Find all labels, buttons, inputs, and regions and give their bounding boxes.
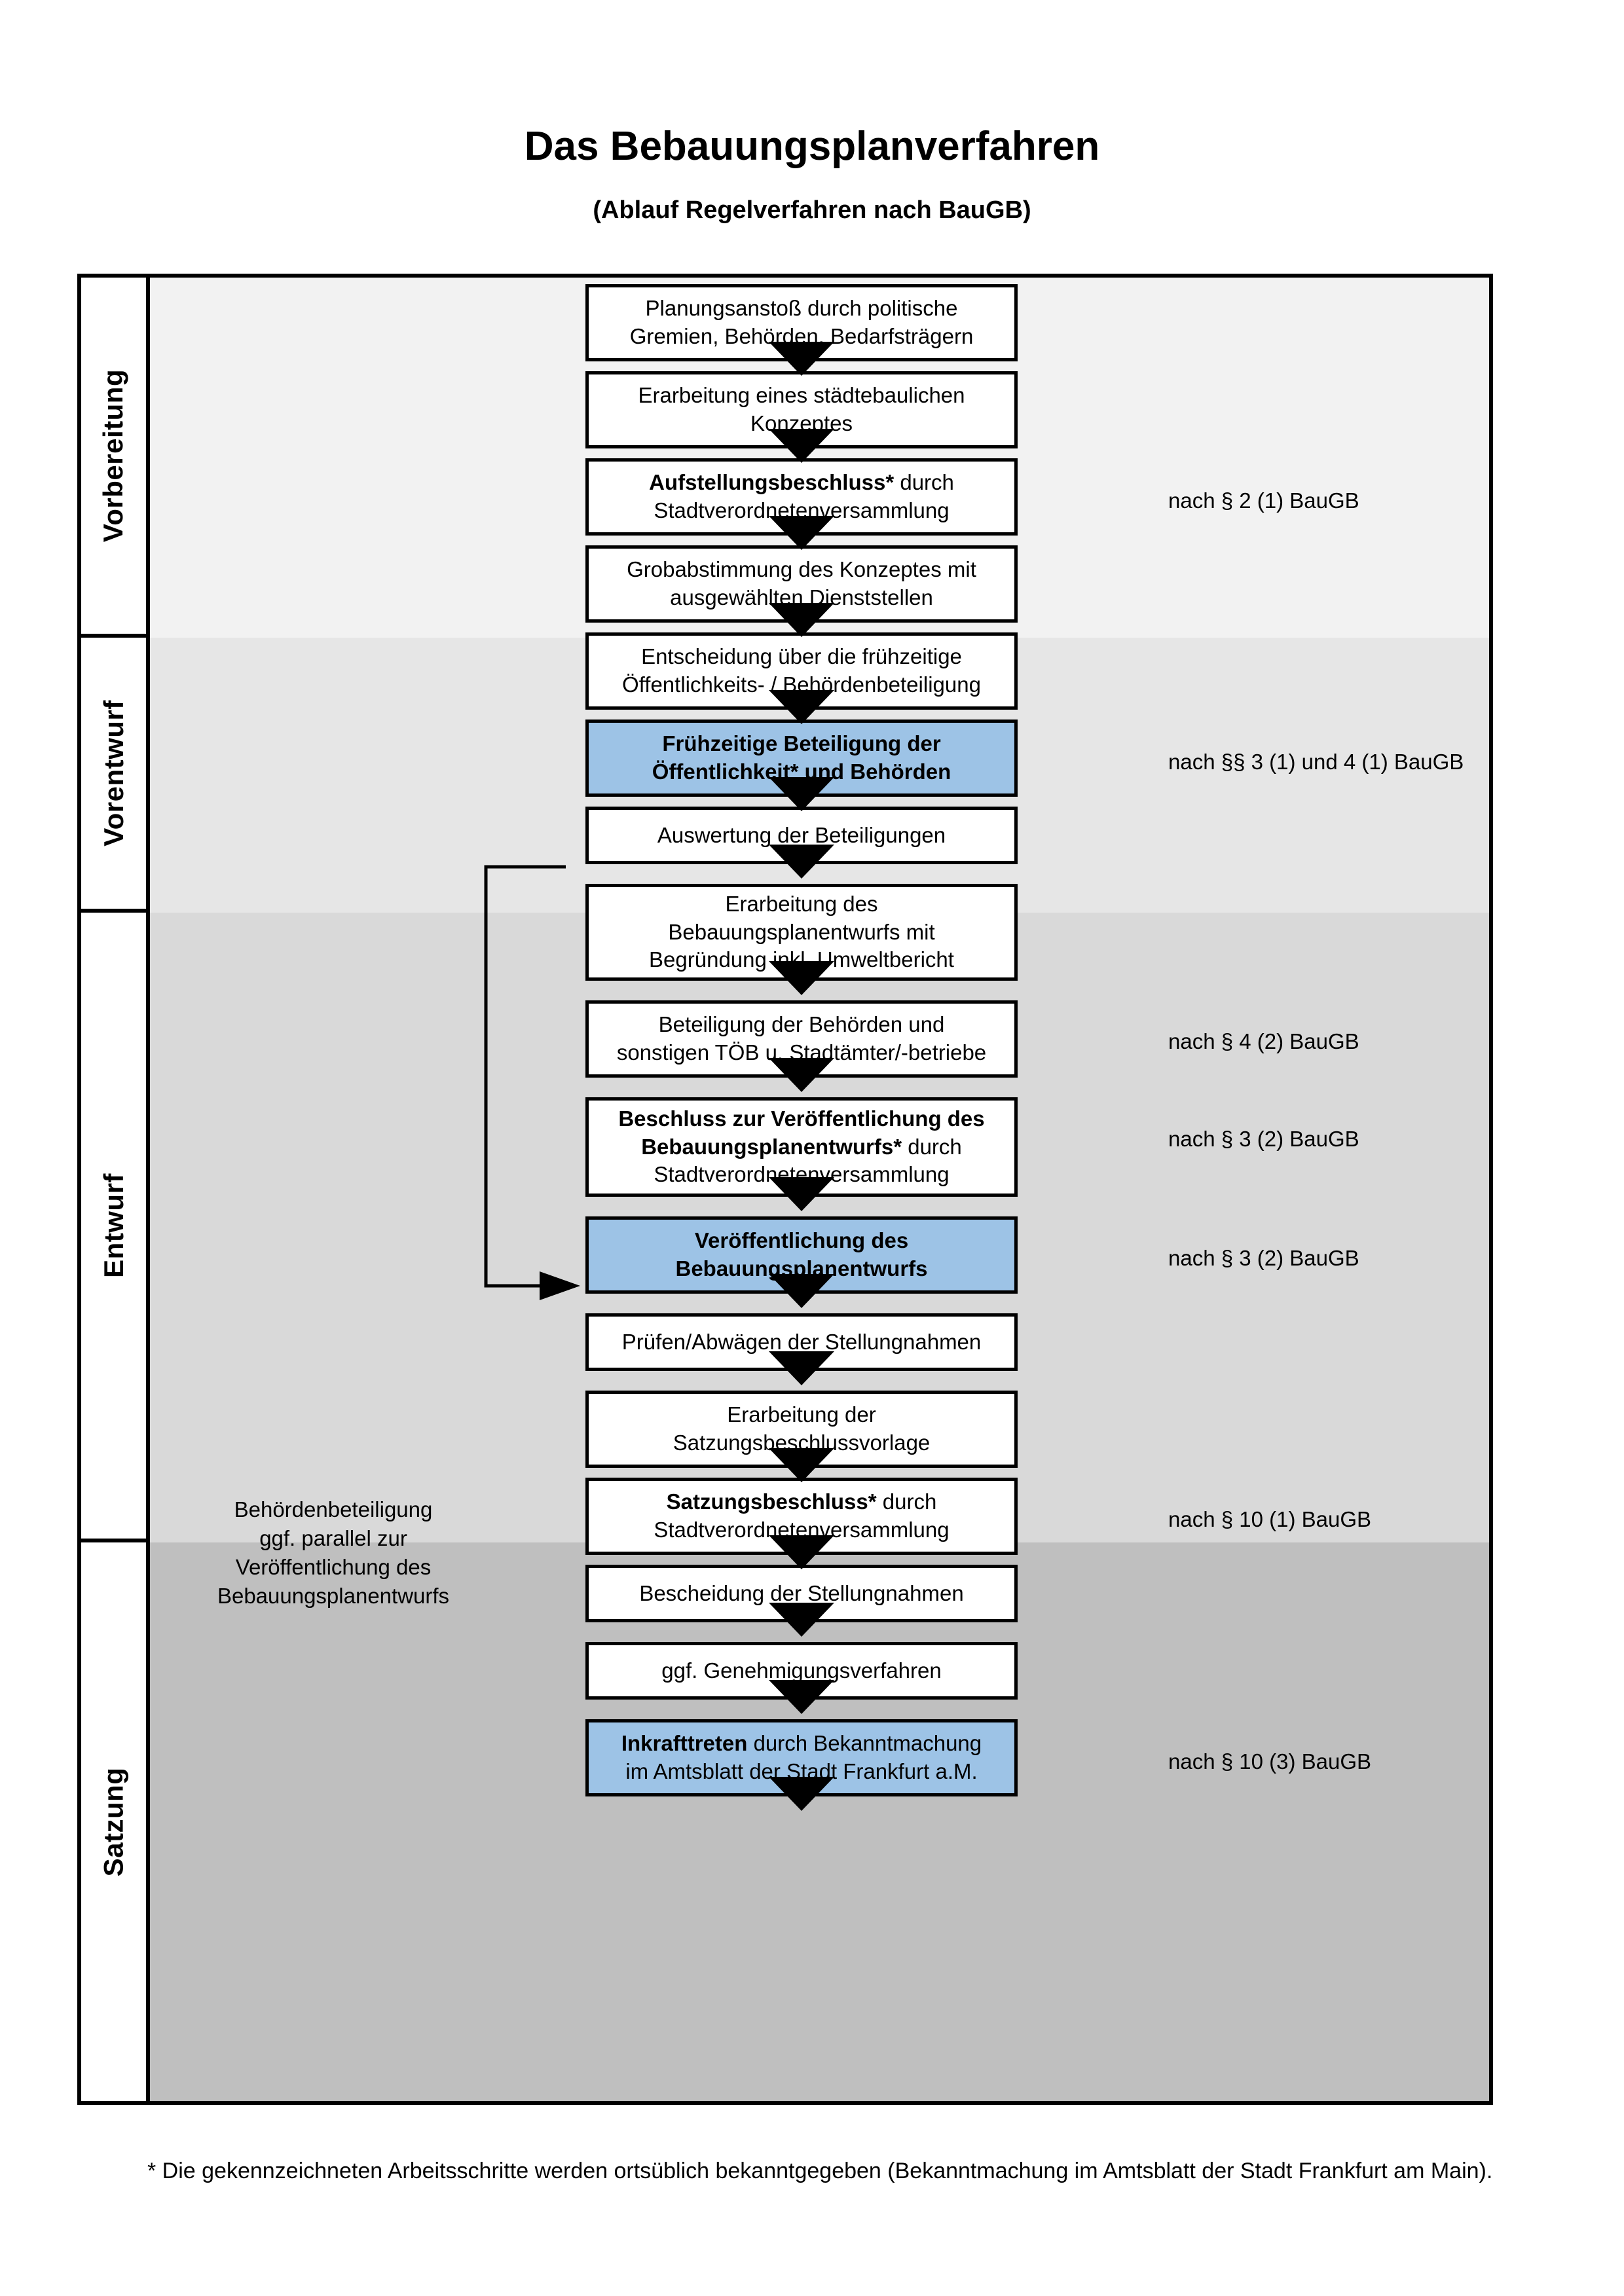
ref-beteiligung-behoerden: nach § 4 (2) BauGB xyxy=(1168,1029,1359,1053)
flow-arrow-icon-14 xyxy=(769,1603,834,1637)
page-title: Das Bebauungsplanverfahren xyxy=(524,124,1100,169)
title-block: Das Bebauungsplanverfahren (Ablauf Regel… xyxy=(0,124,1624,225)
flow-arrow-icon-7 xyxy=(769,961,834,995)
flow-arrow-icon-1 xyxy=(769,429,834,463)
flow-arrow-icon-4 xyxy=(769,690,834,724)
flow-arrow-icon-16 xyxy=(769,1777,834,1811)
ref-fruehzeitige-beteiligung: nach §§ 3 (1) und 4 (1) BauGB xyxy=(1168,750,1464,774)
flow-arrow-icon-3 xyxy=(769,603,834,637)
flow-arrow-icon-5 xyxy=(769,777,834,811)
flow-arrow-icon-11 xyxy=(769,1351,834,1385)
step-label-bescheidung: Bescheidung der Stellungnahmen xyxy=(639,1580,964,1605)
step-auswertung: Auswertung der Beteiligungen xyxy=(585,807,1018,864)
flow-arrow-icon-6 xyxy=(769,845,834,879)
footnote-text: * Die gekennzeichneten Arbeitsschritte w… xyxy=(147,2159,1493,2183)
flow-arrow-icon-12 xyxy=(769,1448,834,1482)
phase-label-satzung: Satzung xyxy=(98,1767,129,1876)
flow-arrow-icon-8 xyxy=(769,1058,834,1092)
flow-arrow-icon-2 xyxy=(769,516,834,550)
phase-cell-vorbereitung: Vorbereitung xyxy=(81,278,146,638)
phase-label-entwurf: Entwurf xyxy=(98,1173,129,1278)
flow-arrow-icon-0 xyxy=(769,342,834,376)
step-genehmigungsverfahren: ggf. Genehmigungsverfahren xyxy=(585,1642,1018,1700)
ref-veroeffentlichung: nach § 3 (2) BauGB xyxy=(1168,1246,1359,1270)
step-label-genehmigungsverfahren: ggf. Genehmigungsverfahren xyxy=(661,1658,942,1683)
ref-satzungsbeschluss: nach § 10 (1) BauGB xyxy=(1168,1507,1372,1531)
phase-label-vorbereitung: Vorbereitung xyxy=(98,369,129,543)
phase-cell-satzung: Satzung xyxy=(81,1542,146,2101)
ref-inkrafttreten: nach § 10 (3) BauGB xyxy=(1168,1749,1372,1774)
ref-aufstellungsbeschluss: nach § 2 (1) BauGB xyxy=(1168,488,1359,513)
phase-cell-vorentwurf: Vorentwurf xyxy=(81,638,146,913)
phase-cell-entwurf: Entwurf xyxy=(81,913,146,1542)
step-label-pruefen-abwaegen: Prüfen/Abwägen der Stellungnahmen xyxy=(621,1329,982,1354)
phase-label-vorentwurf: Vorentwurf xyxy=(98,700,129,847)
flow-arrow-icon-15 xyxy=(769,1680,834,1714)
step-label-auswertung: Auswertung der Beteiligungen xyxy=(657,822,946,847)
page-subtitle: (Ablauf Regelverfahren nach BauGB) xyxy=(593,196,1031,225)
flow-arrow-icon-10 xyxy=(769,1274,834,1308)
flow-arrow-icon-13 xyxy=(769,1535,834,1569)
flow-arrow-icon-9 xyxy=(769,1177,834,1211)
ref-beschluss-veroeffentlichung: nach § 3 (2) BauGB xyxy=(1168,1127,1359,1151)
